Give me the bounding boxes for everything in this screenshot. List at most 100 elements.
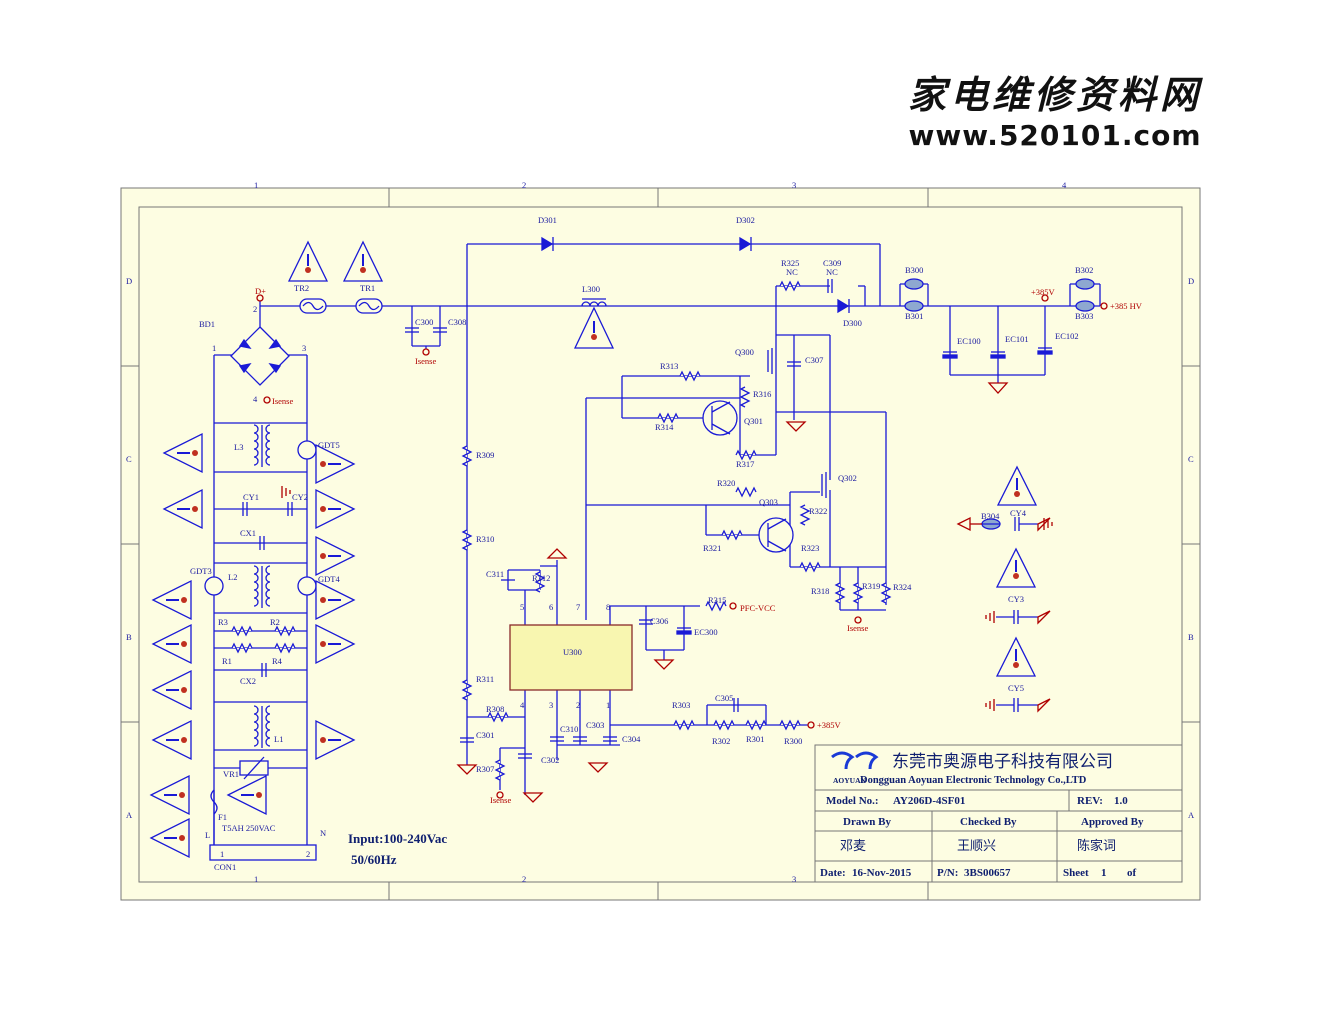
diode-d301 — [541, 236, 554, 252]
approved-by-value: 陈家词 — [1077, 838, 1116, 853]
label-gdt4: GDT4 — [318, 574, 340, 584]
pin-label: 1 — [220, 849, 224, 859]
label-vr1: VR1 — [223, 769, 239, 779]
label-l3: L3 — [234, 442, 243, 452]
frame-ticks — [121, 188, 1200, 900]
warning-icon — [149, 817, 190, 859]
pin-label: 2 — [253, 304, 257, 314]
label-c307: C307 — [805, 355, 823, 365]
col-label: 4 — [1062, 180, 1067, 190]
label-c303: C303 — [586, 720, 604, 730]
label-gdt3: GDT3 — [190, 566, 212, 576]
pin-label: L — [205, 830, 210, 840]
gdt-gdt4 — [297, 576, 317, 596]
label-c305: C305 — [715, 693, 733, 703]
of-label: of — [1127, 867, 1137, 879]
diode-d300 — [837, 298, 850, 314]
grounds — [256, 294, 1108, 803]
drawn-by-value: 邓麦 — [840, 838, 866, 853]
label-r313: R313 — [660, 361, 678, 371]
label-bd1: BD1 — [199, 319, 215, 329]
gdt-gdt5 — [297, 440, 317, 460]
label-c309: C309 — [823, 258, 841, 268]
row-label: A — [1188, 810, 1195, 820]
label-cy3: CY3 — [1008, 594, 1024, 604]
date-label: Date: — [820, 867, 846, 879]
gdt-gdt3 — [204, 576, 224, 596]
label-isense: Isense — [272, 396, 293, 406]
label-ec300: EC300 — [694, 627, 718, 637]
col-label: 3 — [792, 180, 796, 190]
label-c300: C300 — [415, 317, 433, 327]
label-r302: R302 — [712, 736, 730, 746]
input-spec-voltage: Input:100-240Vac — [348, 831, 447, 846]
label-r322: R322 — [809, 506, 827, 516]
label-c308: C308 — [448, 317, 466, 327]
ic-u300 — [509, 624, 633, 691]
pin-label: 3 — [302, 343, 306, 353]
label-q301: Q301 — [744, 416, 763, 426]
checked-by-label: Checked By — [960, 816, 1017, 828]
bead-b301 — [904, 300, 924, 312]
label-r308: R308 — [486, 704, 504, 714]
warning-icon — [151, 669, 192, 711]
watermark-title: 家电维修资料网 — [907, 72, 1202, 117]
transistor-q303 — [758, 517, 794, 553]
pin-label: 1 — [212, 343, 216, 353]
label-nc: NC — [826, 267, 838, 277]
warning-icon — [995, 636, 1037, 677]
label-r315: R315 — [708, 595, 726, 605]
label-ec102: EC102 — [1055, 331, 1079, 341]
warning-icon — [226, 774, 267, 816]
connector-con1 — [209, 844, 317, 861]
warning-icon — [287, 240, 329, 282]
col-label: 2 — [522, 180, 526, 190]
warning-icon — [149, 774, 190, 816]
component-labels: D301 D302 D+ TR2 TR1 BD1 C300 C308 Isens… — [190, 215, 1143, 872]
label-c310: C310 — [560, 724, 578, 734]
pin-label: 2 — [576, 700, 580, 710]
label-r323: R323 — [801, 543, 819, 553]
pin-label: 4 — [520, 700, 525, 710]
pin-label: 7 — [576, 602, 580, 612]
inductor-l1 — [253, 705, 259, 747]
pin-label: N — [320, 828, 326, 838]
label-r3: R3 — [218, 617, 228, 627]
date-value: 16-Nov-2015 — [852, 867, 912, 879]
label-tr1: TR1 — [360, 283, 375, 293]
label-r300: R300 — [784, 736, 802, 746]
row-label: C — [1188, 454, 1194, 464]
row-label: B — [126, 632, 132, 642]
row-label: A — [126, 810, 133, 820]
label-r318: R318 — [811, 586, 829, 596]
label-r4: R4 — [272, 656, 283, 666]
pin-label: 4 — [253, 394, 258, 404]
label-r1: R1 — [222, 656, 232, 666]
row-label: D — [126, 276, 132, 286]
warning-icon — [151, 623, 192, 665]
pin-label: 3 — [549, 700, 553, 710]
label-c301: C301 — [476, 730, 494, 740]
label-plus385v: +385V — [817, 720, 842, 730]
label-r321: R321 — [703, 543, 721, 553]
label-isense: Isense — [415, 356, 436, 366]
label-r325: R325 — [781, 258, 799, 268]
logo-text: AOYUAN — [833, 776, 866, 785]
label-r314: R314 — [655, 422, 674, 432]
label-d300: D300 — [843, 318, 862, 328]
label-r307: R307 — [476, 764, 494, 774]
label-r324: R324 — [893, 582, 912, 592]
label-ec101: EC101 — [1005, 334, 1029, 344]
label-hv385: +385 HV — [1110, 301, 1143, 311]
frame-labels: 1 2 3 4 1 2 3 4 D C B A D C B A — [126, 180, 1195, 884]
inductor-l3 — [253, 424, 259, 466]
bead-b302 — [1075, 278, 1095, 290]
company-logo: AOYUAN — [831, 751, 879, 785]
label-b304: B304 — [981, 511, 1000, 521]
label-pfcvcc: PFC-VCC — [740, 603, 776, 613]
label-l1: L1 — [274, 734, 283, 744]
warning-icon — [162, 432, 203, 474]
drawn-by-label: Drawn By — [843, 816, 891, 828]
warning-icon — [315, 579, 356, 621]
